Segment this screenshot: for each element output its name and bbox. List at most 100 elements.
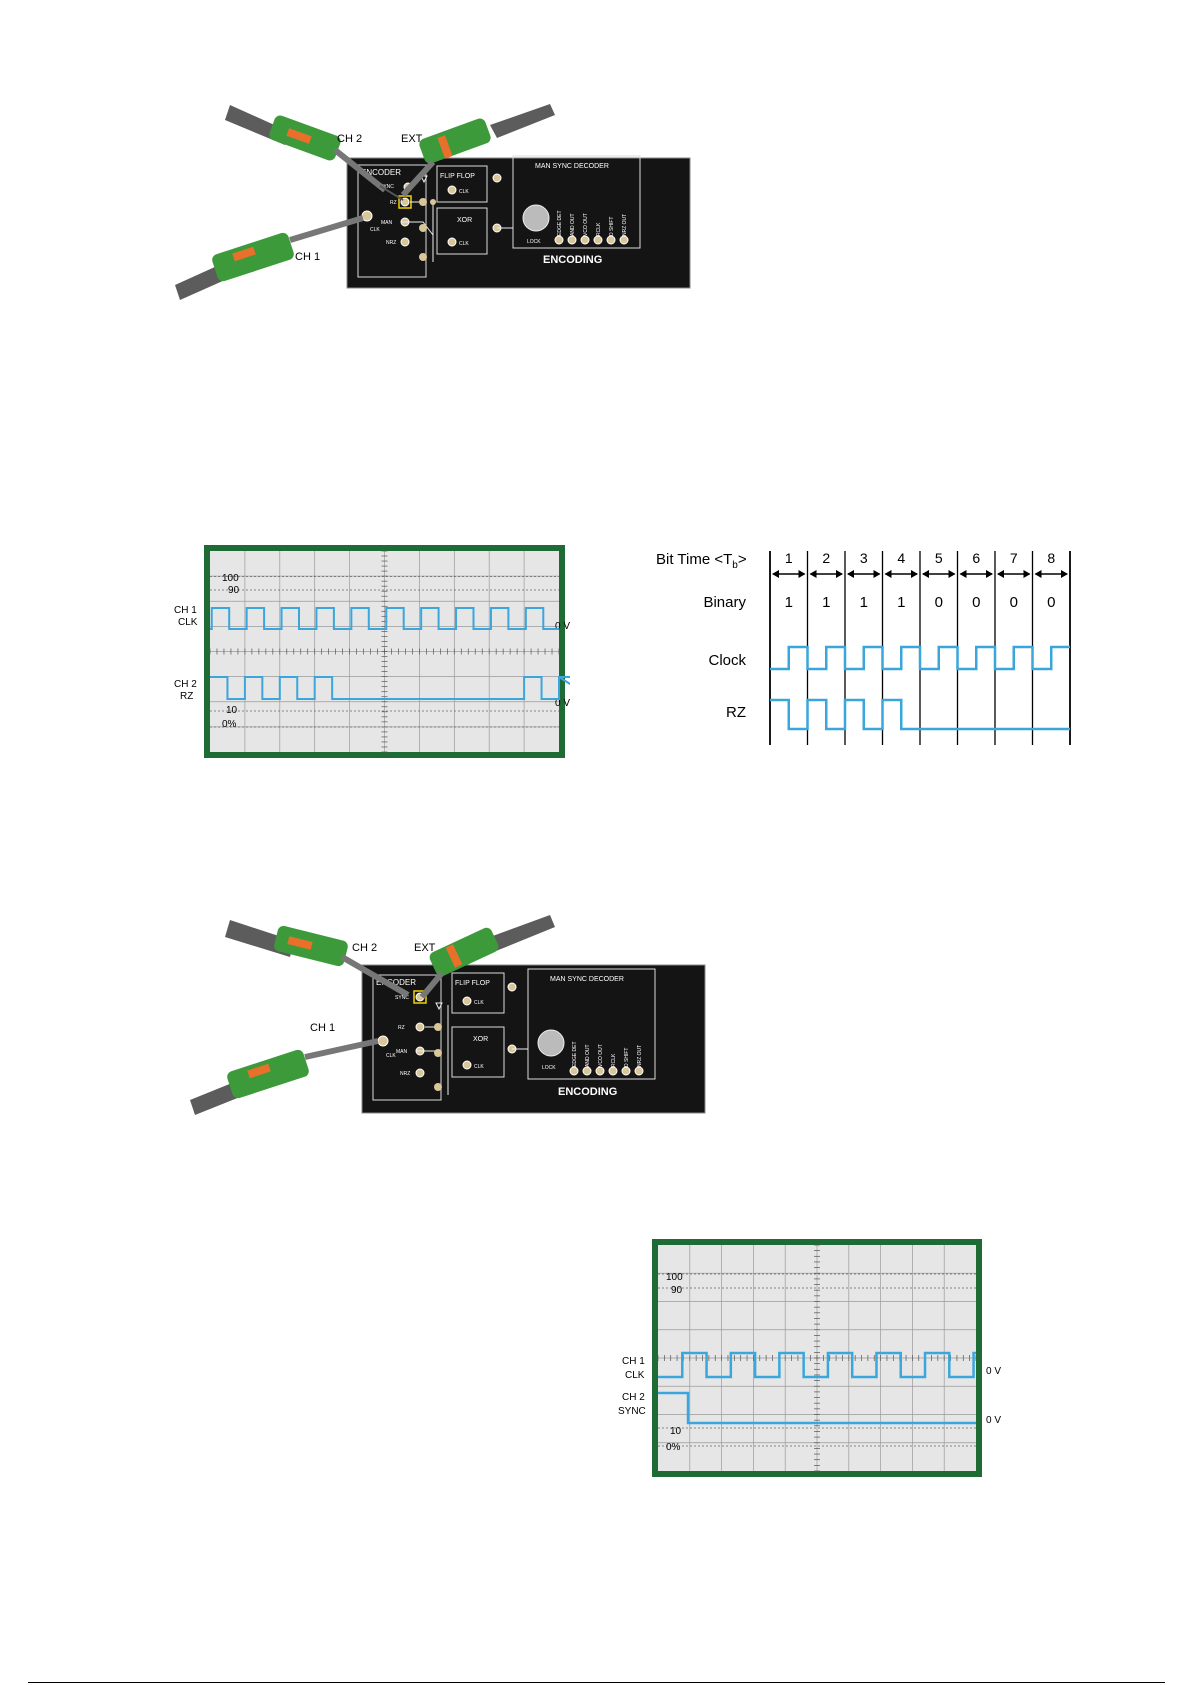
decoder-output-jack[interactable]	[554, 235, 564, 245]
clk-jack[interactable]	[377, 1035, 389, 1047]
lock-knob-icon[interactable]	[522, 204, 550, 232]
rz-waveform	[770, 698, 1070, 731]
bit-number: 2	[822, 550, 830, 566]
scope-1-ch2-trace	[210, 676, 598, 700]
scope-1-grid	[209, 550, 560, 753]
flipflop-clk-label: CLK	[459, 189, 469, 195]
scope-1-ch2-sub: RZ	[180, 691, 193, 702]
page-bottom-rule	[28, 1682, 1165, 1683]
scope-2-label-10: 10	[670, 1426, 682, 1437]
board-1-svg: ENCODER SYNC RZ MAN NRZ CLK FLIP FLOP CL…	[175, 104, 691, 300]
xor-clk-jack[interactable]	[447, 237, 457, 247]
decoder-block	[527, 968, 656, 1080]
ch2-probe[interactable]	[225, 920, 410, 998]
ch1-probe[interactable]	[175, 215, 364, 300]
flipflop-block	[451, 972, 505, 1014]
node-jack-4	[419, 253, 427, 261]
decoder-output-jack[interactable]	[619, 235, 629, 245]
encoder-sync-label: SYNC	[380, 184, 394, 190]
binary-value: 1	[822, 594, 830, 611]
decoder-title: MAN SYNC DECODER	[535, 163, 609, 170]
board-footer: ENCODING	[558, 1086, 617, 1098]
arrow-right-icon	[948, 570, 956, 578]
binary-row-label: Binary	[703, 594, 746, 611]
arrow-left-icon	[884, 570, 892, 578]
flipflop-title: FLIP FLOP	[455, 980, 490, 987]
flipflop-clk-jack[interactable]	[447, 185, 457, 195]
decoder-output-jack[interactable]	[569, 1066, 579, 1076]
scope-1-ch2-label: CH 2	[174, 679, 197, 690]
clock-waveform	[770, 645, 1070, 671]
ext-probe[interactable]	[419, 915, 555, 999]
scope-2-ch1-zero: 0 V	[986, 1366, 1001, 1377]
lock-knob-icon[interactable]	[537, 1029, 565, 1057]
arrow-left-icon	[959, 570, 967, 578]
scope-2-label-100: 100	[666, 1272, 683, 1283]
decoder-lock-label: LOCK	[527, 239, 541, 245]
xor-block	[436, 207, 488, 255]
encoder-man-label: MAN	[381, 220, 393, 226]
encoder-nrz-label: NRZ	[386, 240, 396, 246]
ch1-probe[interactable]	[190, 1038, 379, 1115]
rz-jack[interactable]	[415, 1022, 425, 1032]
arrow-right-icon	[911, 570, 918, 578]
flipflop-block	[436, 165, 488, 203]
decoder-output-label: EDGE DET	[557, 210, 563, 236]
decoder-output-jack[interactable]	[580, 235, 590, 245]
timing-svg: Bit Time <Tb> Binary Clock RZ 1121314150…	[656, 550, 1071, 745]
encoder-clk-label: CLK	[386, 1053, 396, 1059]
rz-row-label: RZ	[726, 704, 746, 721]
scope-2-label-90: 90	[671, 1285, 683, 1296]
binary-value: 1	[860, 594, 868, 611]
decoder-output-jack[interactable]	[608, 1066, 618, 1076]
node-jack-3	[434, 1083, 442, 1091]
ext-probe-label: EXT	[401, 133, 423, 145]
decoder-output-jack[interactable]	[582, 1066, 592, 1076]
decoder-output-jack[interactable]	[621, 1066, 631, 1076]
arrow-left-icon	[997, 570, 1004, 578]
decoder-output-jack[interactable]	[567, 235, 577, 245]
binary-value: 1	[785, 594, 793, 611]
arrow-right-icon	[798, 570, 806, 578]
xor-clk-jack[interactable]	[462, 1060, 472, 1070]
xor-block	[451, 1026, 505, 1078]
scope-1-ch1-zero: 0 V	[555, 621, 570, 632]
encoder-clk-label: CLK	[370, 227, 380, 233]
ext-probe[interactable]	[400, 104, 555, 198]
arrow-left-icon	[847, 570, 854, 578]
bit-number: 7	[1010, 550, 1018, 566]
bit-number: 8	[1047, 550, 1055, 566]
clk-jack[interactable]	[361, 210, 373, 222]
decoder-output-jack[interactable]	[593, 235, 603, 245]
decoder-output-jack[interactable]	[634, 1066, 644, 1076]
ch2-probe-label: CH 2	[352, 942, 377, 954]
scope-2-ch2-label: CH 2	[622, 1392, 645, 1403]
scope-2-ch2-sub: SYNC	[618, 1406, 646, 1417]
ch2-probe[interactable]	[225, 105, 404, 201]
encoding-board-2: ENCODER SYNC RZ MAN NRZ CLK FLIP FLOP CL…	[190, 915, 710, 1120]
oscilloscope-2: 100 90 10 0% CH 1 CLK CH 2 SYNC 0 V 0 V	[600, 1238, 1020, 1478]
flipflop-out-jack[interactable]	[507, 982, 517, 992]
nrz-jack[interactable]	[415, 1068, 425, 1078]
decoder-output-label: RCLK	[596, 222, 602, 236]
flipflop-out-jack[interactable]	[492, 173, 502, 183]
decoder-title: MAN SYNC DECODER	[550, 976, 624, 983]
xor-title: XOR	[473, 1036, 488, 1043]
encoder-rz-label: RZ	[390, 200, 397, 206]
decoder-output-jack[interactable]	[595, 1066, 605, 1076]
nrz-jack[interactable]	[400, 237, 410, 247]
scope-1-label-0: 0%	[222, 719, 237, 730]
bit-time-label: Bit Time <Tb>	[656, 551, 747, 571]
decoder-lock-label: LOCK	[542, 1065, 556, 1071]
board-panel	[346, 157, 691, 289]
scope-1-label-100: 100	[222, 573, 239, 584]
scope-2-ch1-trace	[658, 1351, 976, 1379]
xor-clk-label: CLK	[459, 241, 469, 247]
bit-number: 4	[897, 550, 905, 566]
flipflop-clk-jack[interactable]	[462, 996, 472, 1006]
decoder-output-label: D SHIFT	[609, 217, 615, 236]
flipflop-title: FLIP FLOP	[440, 173, 475, 180]
node-jack-2	[434, 1049, 442, 1057]
decoder-output-jack[interactable]	[606, 235, 616, 245]
